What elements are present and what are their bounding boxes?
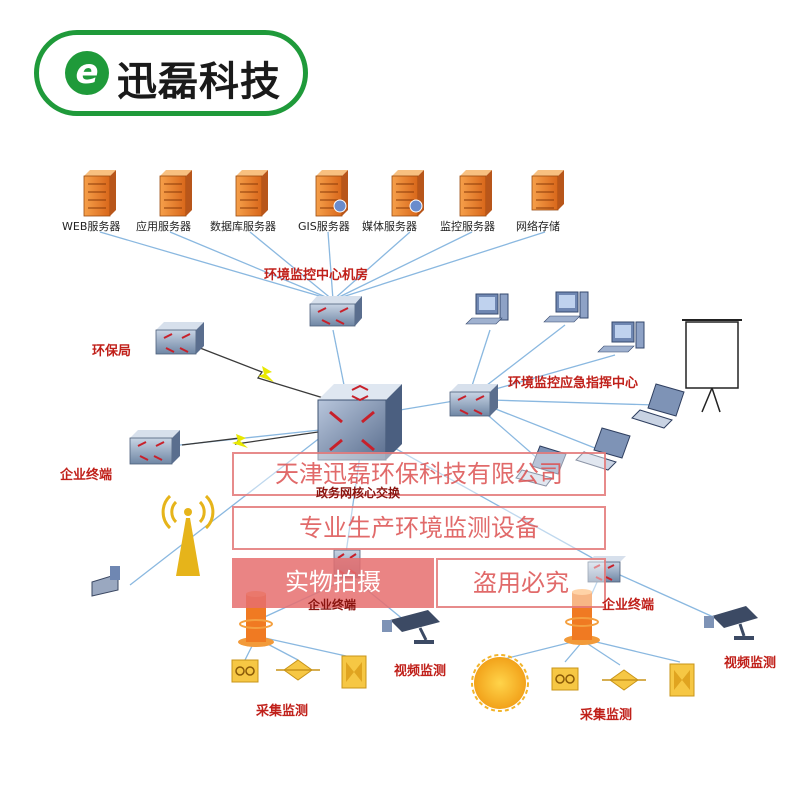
label-collect-right: 采集监测 [580,708,633,723]
label-web-server: WEB服务器 [62,220,121,233]
logo-e-icon: e [65,51,109,95]
monitor-server-icon [459,170,492,217]
label-epb: 环保局 [92,344,132,359]
antenna-tower [161,494,215,576]
enterprise-left-switch [129,430,180,465]
desktop-computer-1 [465,293,509,325]
flow-sensor-left [276,659,320,681]
gis-server-icon [315,170,348,217]
label-center-room: 环境监控中心机房 [264,268,369,283]
projector-screen [682,319,742,413]
sensor-box-left [231,659,259,683]
sensor-box-right [551,667,579,691]
connection-lines [99,231,721,666]
label-gis-server: GIS服务器 [298,220,350,233]
label-core-switch: 政务网核心交换 [316,486,401,500]
network-storage-icon [531,170,564,211]
lightning-links [181,347,331,446]
label-monitor-server: 监控服务器 [440,220,495,233]
watermark-warning: 盗用必究 [436,558,606,608]
label-video-right: 视频监测 [724,656,777,671]
lightning-icons [232,366,274,448]
server-row [83,170,564,217]
epb-switch [155,322,204,355]
command-center-switch [449,384,498,417]
data-collector-right [564,589,600,645]
valve-sensor-left [341,655,367,689]
laptop-1 [631,383,685,429]
logo-text: 迅磊科技 [117,59,281,105]
video-camera-right [704,606,758,640]
core-switch [317,384,402,461]
flow-sensor-right [602,669,646,691]
laptop-2 [575,427,631,471]
app-server-icon [159,170,192,217]
label-command-center: 环境监控应急指挥中心 [508,376,639,391]
label-media-server: 媒体服务器 [362,220,417,233]
desktop-computer-3 [597,321,645,353]
company-logo: e 迅磊科技 [34,30,308,116]
valve-sensor-right [669,663,695,697]
label-enterprise-left: 企业终端 [60,468,113,483]
video-camera-mid [382,610,440,644]
watermark-slogan: 专业生产环境监测设备 [232,506,606,550]
sun-sensor [471,654,529,712]
label-network-storage: 网络存储 [516,220,560,233]
desktop-computer-2 [543,291,589,323]
web-server-icon [83,170,116,217]
field-device-left [91,566,120,597]
media-server-icon [391,170,424,217]
label-collect-left: 采集监测 [256,704,309,719]
db-server-icon [235,170,268,217]
watermark-photo: 实物拍摄 [232,558,434,608]
label-app-server: 应用服务器 [136,220,191,233]
label-enterprise-mid: 企业终端 [308,598,357,612]
label-video-mid: 视频监测 [394,664,447,679]
center-room-switch [309,296,362,327]
label-enterprise-right: 企业终端 [602,598,655,613]
label-db-server: 数据库服务器 [210,220,276,233]
watermark-company: 天津迅磊环保科技有限公司 [232,452,606,496]
